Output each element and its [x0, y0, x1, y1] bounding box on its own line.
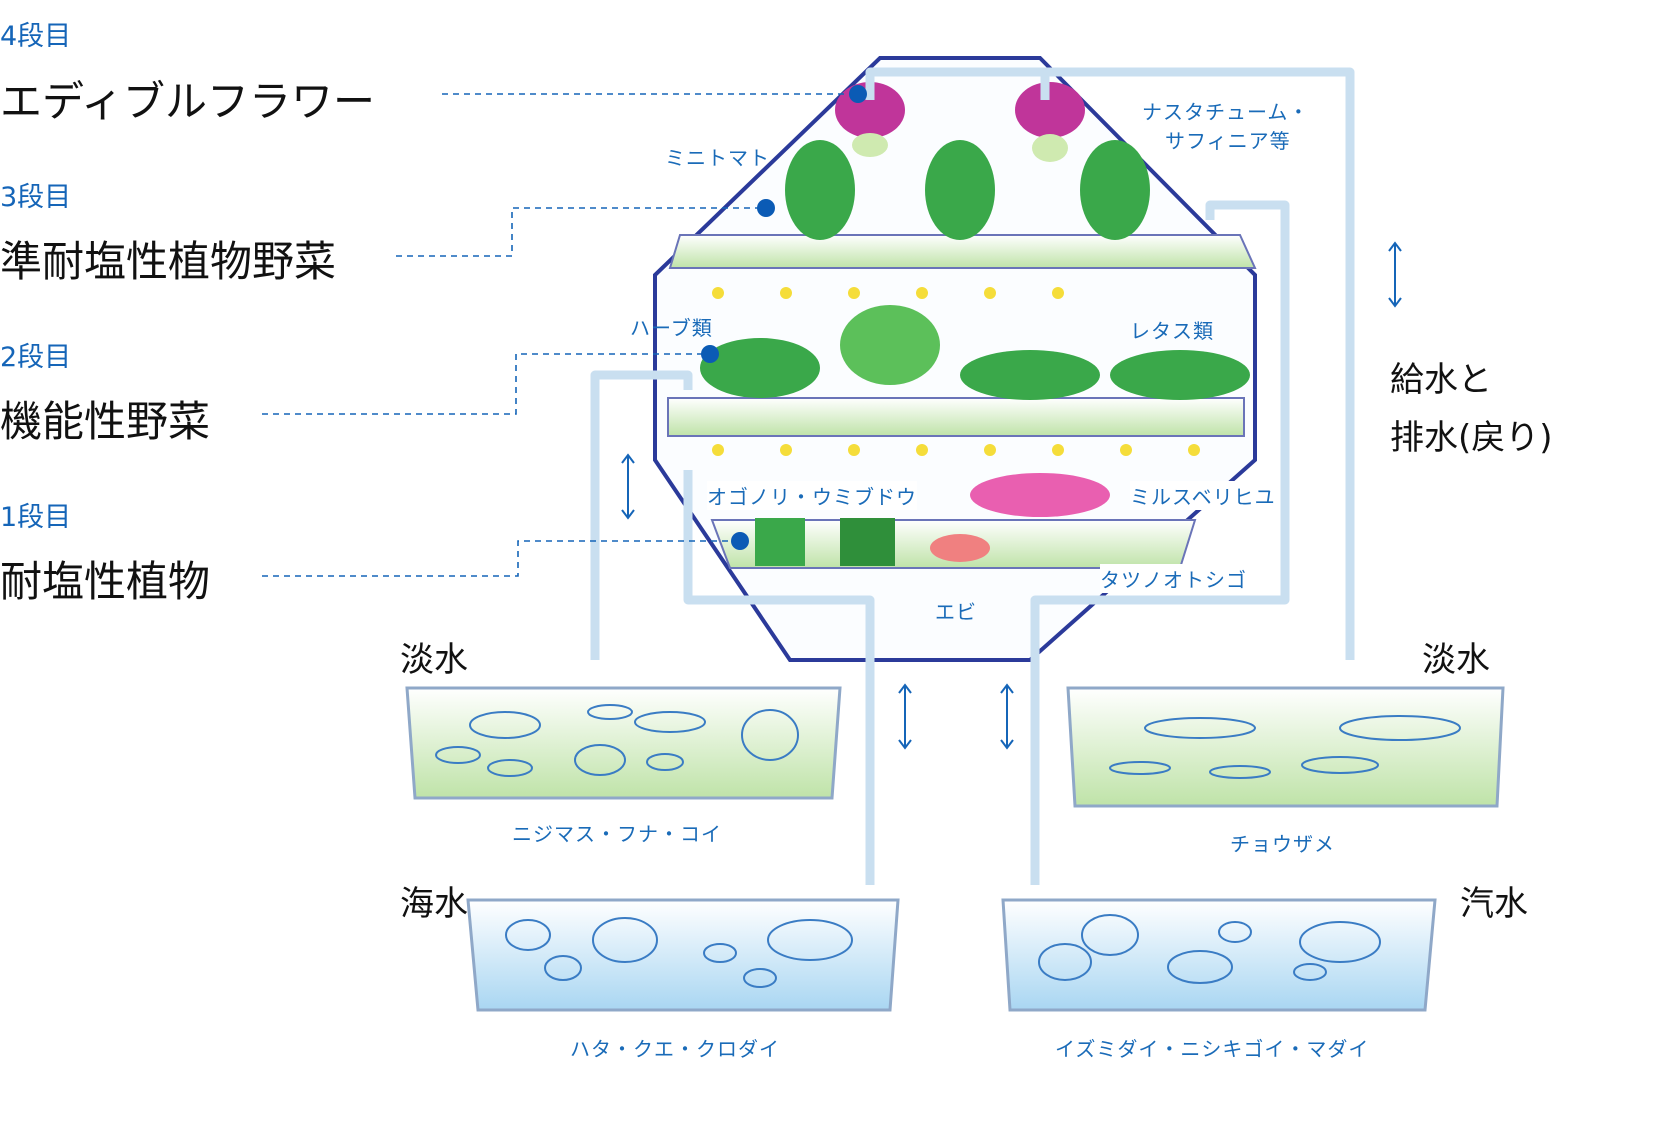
tank-2-water: 淡水 [1422, 640, 1490, 680]
leader-dots [701, 85, 867, 550]
label-nasturtium: ナスタチューム・ [1142, 100, 1310, 124]
tier-3-name: 準耐塩性植物野菜 [0, 237, 337, 286]
tank-4-fish: イズミダイ・ニシキゴイ・マダイ [1055, 1037, 1370, 1061]
leader-lines [262, 93, 858, 577]
label-seahorse: タツノオトシゴ [1100, 564, 1247, 593]
tank-3-fish: ハタ・クエ・クロダイ [570, 1037, 780, 1061]
label-seaweed: オゴノリ・ウミブドウ [707, 481, 917, 510]
tier-2-level: 2段目 [0, 342, 72, 373]
tier-1-level: 1段目 [0, 502, 72, 533]
tier-3-level: 3段目 [0, 182, 72, 213]
tank-3-water: 海水 [400, 884, 468, 924]
label-herb: ハーブ類 [630, 316, 713, 340]
label-milsuberi: ミルスベリヒユ [1130, 481, 1276, 510]
label-surfinia: サフィニア等 [1165, 129, 1291, 153]
flow-arrows [621, 241, 1402, 750]
tank-2-fish: チョウザメ [1230, 832, 1335, 856]
label-lettuce: レタス類 [1130, 319, 1214, 343]
led-lights [712, 287, 1200, 456]
fish [435, 704, 1461, 988]
flow-label-2: 排水(戻り) [1390, 418, 1553, 458]
tier-4-level: 4段目 [0, 21, 72, 52]
tank-4-water: 汽水 [1460, 884, 1528, 924]
tier-2-name: 機能性野菜 [0, 397, 211, 446]
label-tomato: ミニトマト [665, 146, 770, 170]
plants [700, 82, 1250, 566]
label-shrimp: エビ [935, 600, 977, 624]
tank-1-fish: ニジマス・フナ・コイ [512, 822, 722, 846]
tank-1-water: 淡水 [400, 640, 468, 680]
pipes [590, 67, 1355, 885]
tier-1-name: 耐塩性植物 [0, 557, 211, 606]
flow-label-1: 給水と [1390, 360, 1492, 400]
tier-4-name: エディブルフラワー [0, 77, 376, 126]
